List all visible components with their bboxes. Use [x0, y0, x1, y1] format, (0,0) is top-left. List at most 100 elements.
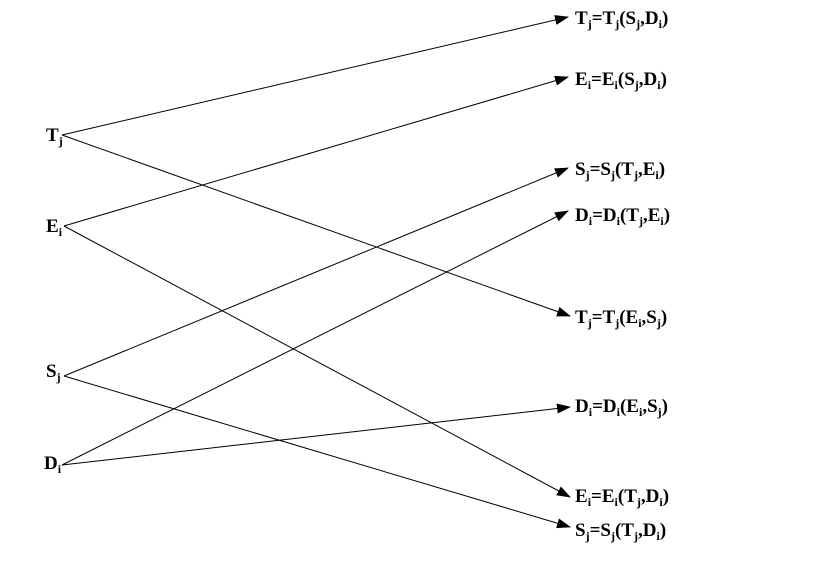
target-t1: Tj=Tj(Sj,Di): [575, 8, 669, 31]
edge-s-to-t8: [63, 375, 571, 529]
target-t3: Sj=Sj(Tj,Ei): [575, 159, 666, 182]
target-t2-sub-3: j: [634, 78, 639, 92]
target-t4-part-0: D: [575, 205, 589, 226]
target-t5-part-2: T: [602, 307, 616, 328]
target-t5: Tj=Tj(Ei,Sj): [575, 307, 668, 330]
edge-s-to-t3: [63, 167, 569, 377]
source-node-t: Tj: [46, 125, 63, 147]
target-t8-part-4: ,D: [637, 520, 657, 541]
target-t6-part-2: D: [602, 396, 617, 417]
target-t4-part-2: D: [602, 205, 617, 226]
source-node-d: Di: [44, 453, 61, 475]
target-t5-sub-3: i: [638, 316, 642, 330]
target-t3-part-5: ): [658, 159, 666, 180]
target-t7-sub-2: i: [614, 495, 618, 509]
target-t2-part-2: E: [601, 69, 615, 90]
target-t4-sub-4: i: [660, 214, 664, 228]
target-t1-part-0: T: [575, 8, 588, 29]
target-t4-part-4: ,E: [642, 205, 661, 226]
target-t3-sub-2: j: [610, 168, 615, 182]
target-t7-part-4: ,D: [640, 486, 660, 507]
target-t1-sub-2: j: [615, 17, 620, 31]
target-t3-part-3: (T: [614, 159, 634, 180]
target-t4-sub-3: j: [638, 214, 643, 228]
source-s-sub: j: [56, 370, 61, 384]
target-t8-sub-4: i: [656, 529, 660, 543]
target-t4-part-5: ): [663, 205, 671, 226]
target-t1-sub-0: j: [587, 17, 592, 31]
source-node-e: Ei: [46, 216, 63, 239]
target-t3-sub-4: i: [655, 168, 659, 182]
target-t7-part-5: ): [662, 486, 670, 507]
source-d-label: D: [44, 453, 58, 474]
target-t1-sub-4: i: [658, 17, 662, 31]
target-t8-part-2: S: [600, 520, 611, 541]
source-t-label: T: [46, 125, 59, 146]
target-t8-part-1: =: [589, 520, 601, 541]
target-t7-sub-0: i: [587, 495, 592, 509]
source-s-label: S: [46, 361, 57, 382]
target-t8-sub-2: j: [610, 529, 615, 543]
target-t5-sub-0: j: [587, 316, 592, 330]
target-t7-sub-3: j: [636, 495, 641, 509]
target-t5-part-5: ): [660, 307, 668, 328]
target-t4-part-1: =: [592, 205, 603, 226]
target-t5-sub-4: j: [656, 316, 661, 330]
target-t2-part-0: E: [575, 69, 588, 90]
target-t1-part-2: T: [602, 8, 616, 29]
target-t2-sub-2: i: [614, 78, 618, 92]
target-t7-part-3: (T: [617, 486, 637, 507]
target-t1-sub-3: j: [636, 17, 641, 31]
target-t2: Ei=Ei(Sj,Di): [575, 69, 667, 92]
target-t8: Sj=Sj(Tj,Di): [575, 520, 666, 543]
target-t6-part-5: ): [661, 396, 668, 417]
target-t2-part-3: (S: [617, 69, 635, 90]
target-t8-sub-0: j: [585, 529, 590, 543]
target-t3-part-2: S: [600, 159, 611, 180]
target-t1-part-5: ): [661, 8, 669, 29]
source-e-label: E: [46, 216, 59, 237]
target-t6-part-4: ,S: [642, 396, 658, 417]
target-t3-sub-0: j: [585, 168, 590, 182]
target-t4-part-3: (T: [619, 205, 639, 226]
target-t4: Di=Di(Tj,Ei): [575, 205, 671, 228]
target-t1-part-1: =: [591, 8, 603, 29]
target-t3-part-4: ,E: [637, 159, 656, 180]
target-t7-part-0: E: [575, 486, 588, 507]
target-t1-part-4: ,D: [640, 8, 659, 29]
edge-d-to-t6: [61, 403, 571, 466]
target-t6-part-1: =: [592, 396, 603, 417]
edge-e-to-t7: [63, 225, 571, 498]
target-t4-sub-0: i: [588, 214, 593, 228]
target-t6-sub-3: i: [638, 405, 643, 419]
edge-t-to-t1: [61, 15, 569, 136]
edge-e-to-t2: [63, 75, 569, 227]
target-t3-sub-3: j: [633, 168, 638, 182]
source-node-s: Sj: [46, 361, 61, 384]
edge-d-to-t4: [61, 210, 569, 466]
target-t2-part-4: ,D: [638, 69, 658, 90]
edge-t-to-t5: [61, 134, 571, 317]
target-t6-sub-2: i: [616, 405, 620, 419]
source-e-sub: i: [58, 225, 63, 239]
target-t6-part-0: D: [575, 396, 589, 417]
target-t6-part-3: (E: [619, 396, 639, 417]
target-t2-part-5: ): [660, 69, 667, 90]
target-t2-sub-0: i: [587, 78, 592, 92]
target-t6-sub-0: i: [588, 405, 593, 419]
target-t2-part-1: =: [591, 69, 602, 90]
target-t8-part-0: S: [575, 520, 586, 541]
target-t5-part-1: =: [591, 307, 603, 328]
target-t8-part-3: (T: [614, 520, 634, 541]
target-t3-part-1: =: [589, 159, 601, 180]
target-t1-part-3: (S: [619, 8, 637, 29]
target-t5-part-3: (E: [619, 307, 639, 328]
target-t4-sub-2: i: [616, 214, 620, 228]
target-t2-sub-4: i: [657, 78, 661, 92]
target-t5-sub-2: j: [615, 316, 620, 330]
target-t7-part-1: =: [591, 486, 602, 507]
target-t5-part-4: ,S: [641, 307, 657, 328]
target-t8-sub-3: j: [633, 529, 638, 543]
